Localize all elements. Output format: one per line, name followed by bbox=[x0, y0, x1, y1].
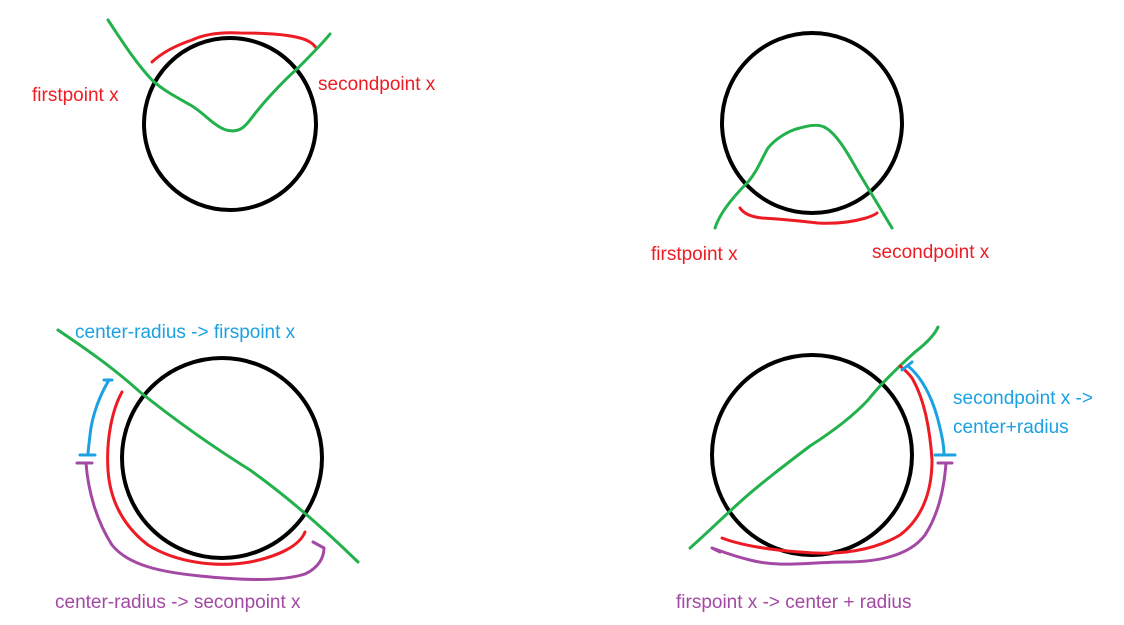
panel-top-right: firstpoint x secondpoint x bbox=[651, 31, 990, 265]
first-point-label: firstpoint x bbox=[651, 244, 738, 265]
panel-top-left: firstpoint x secondpoint x bbox=[32, 18, 436, 212]
right-annotation-line-1: secondpoint x -> bbox=[953, 388, 1093, 409]
bottom-annotation: center-radius -> seconpoint x bbox=[55, 592, 301, 613]
second-point-label: secondpoint x bbox=[318, 74, 436, 95]
purple-arc bbox=[710, 461, 954, 566]
red-arc bbox=[150, 31, 318, 64]
red-arc bbox=[738, 206, 879, 225]
purple-arc bbox=[75, 461, 326, 581]
green-line bbox=[688, 325, 940, 550]
circle bbox=[120, 356, 324, 560]
panel-bottom-right: secondpoint x -> center+radius firspoint… bbox=[676, 325, 1093, 613]
bottom-annotation: firspoint x -> center + radius bbox=[676, 592, 912, 613]
blue-arrow bbox=[900, 360, 957, 457]
green-curve bbox=[106, 18, 332, 133]
red-arc bbox=[106, 390, 307, 566]
circle bbox=[142, 36, 318, 212]
green-line bbox=[56, 328, 360, 564]
circle bbox=[710, 353, 914, 557]
panel-bottom-left: center-radius -> firspoint x center-radi… bbox=[55, 322, 360, 613]
circle bbox=[720, 31, 904, 215]
right-annotation-line-2: center+radius bbox=[953, 417, 1069, 438]
top-annotation: center-radius -> firspoint x bbox=[75, 322, 296, 343]
first-point-label: firstpoint x bbox=[32, 85, 119, 106]
green-curve bbox=[713, 123, 894, 230]
second-point-label: secondpoint x bbox=[872, 242, 990, 263]
blue-arrow bbox=[78, 378, 114, 457]
red-arc bbox=[720, 364, 934, 555]
